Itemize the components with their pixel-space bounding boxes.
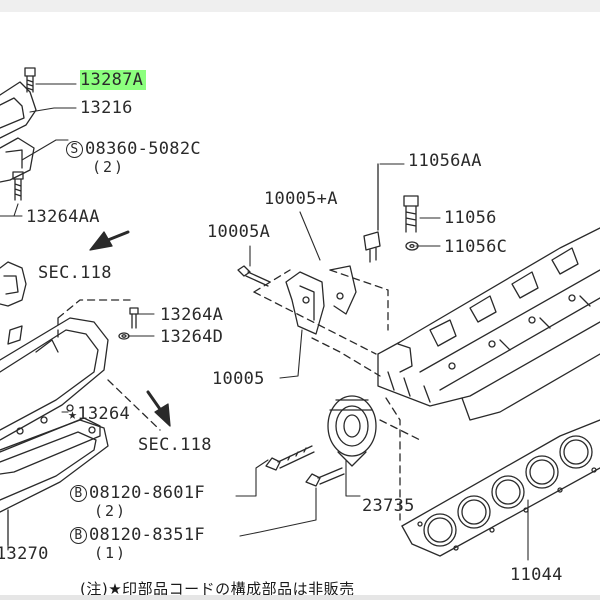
label-11044[interactable]: 11044 bbox=[510, 565, 563, 585]
label-13264a[interactable]: 13264A bbox=[160, 305, 224, 325]
bolt-13287a bbox=[24, 67, 36, 93]
label-10005a[interactable]: 10005A bbox=[207, 222, 271, 242]
label-13264-text: 13264 bbox=[77, 404, 131, 424]
cylinder-head bbox=[377, 227, 600, 421]
ignition-coil bbox=[0, 261, 27, 307]
arrow-sec118-bottom bbox=[146, 390, 171, 427]
label-13216[interactable]: 13216 bbox=[80, 98, 133, 118]
label-11056c[interactable]: 11056C bbox=[444, 237, 508, 257]
assembly-dash-right bbox=[379, 397, 421, 521]
bracket-10005 bbox=[285, 265, 357, 335]
label-10005[interactable]: 10005 bbox=[212, 369, 265, 389]
bolt-13264a bbox=[129, 307, 139, 329]
bolt-08120-8351f bbox=[305, 467, 345, 487]
label-13287a[interactable]: 13287A bbox=[80, 70, 144, 90]
footnote: (注)★印部品コードの構成部品は非販売 bbox=[80, 580, 355, 598]
label-sec118-bottom[interactable]: SEC.118 bbox=[138, 435, 212, 455]
label-08360-5082c-text: 08360-5082C bbox=[85, 139, 201, 159]
label-08120-8601f-text: 08120-8601F bbox=[89, 483, 205, 503]
label-13270[interactable]: 13270 bbox=[0, 544, 49, 564]
bolt-08360 bbox=[12, 171, 24, 201]
rocker-cover bbox=[0, 317, 109, 546]
qty-08120-8601f: (2) bbox=[94, 502, 128, 520]
ignition-bracket bbox=[0, 81, 37, 183]
bolt-10005a bbox=[237, 265, 271, 287]
label-10005-plus-a[interactable]: 10005+A bbox=[264, 189, 338, 209]
arrow-sec118-top bbox=[89, 230, 130, 251]
symbol-s-circle: S bbox=[66, 141, 83, 158]
symbol-b-circle: B bbox=[70, 485, 87, 502]
star-icon: ★ bbox=[68, 405, 78, 423]
label-13264aa[interactable]: 13264AA bbox=[26, 207, 100, 227]
label-08120-8351f-text: 08120-8351F bbox=[89, 525, 205, 545]
label-sec118-top[interactable]: SEC.118 bbox=[38, 263, 112, 283]
bolt-11056 bbox=[403, 195, 419, 233]
label-13264d[interactable]: 13264D bbox=[160, 327, 224, 347]
qty-08120-8351f: (1) bbox=[94, 544, 128, 562]
part-23735 bbox=[327, 395, 377, 467]
stud-11056aa bbox=[363, 163, 381, 263]
label-11056aa[interactable]: 11056AA bbox=[408, 151, 482, 171]
cover-gasket bbox=[0, 417, 101, 475]
label-11056[interactable]: 11056 bbox=[444, 208, 497, 228]
label-23735[interactable]: 23735 bbox=[362, 496, 415, 516]
symbol-b-circle: B bbox=[70, 527, 87, 544]
top-border bbox=[0, 0, 600, 12]
assembly-dash-center bbox=[253, 269, 389, 377]
head-gasket bbox=[401, 419, 600, 557]
washer-11056c bbox=[405, 241, 419, 251]
bolt-08120-8601f bbox=[265, 445, 315, 471]
assembly-dash-left bbox=[57, 299, 161, 431]
leader-lines-left bbox=[7, 83, 155, 551]
qty-08360: (2) bbox=[92, 158, 126, 176]
highlight-13287a bbox=[80, 70, 146, 90]
bottom-border bbox=[0, 595, 600, 600]
label-13264[interactable]: ★13264 bbox=[68, 405, 130, 423]
